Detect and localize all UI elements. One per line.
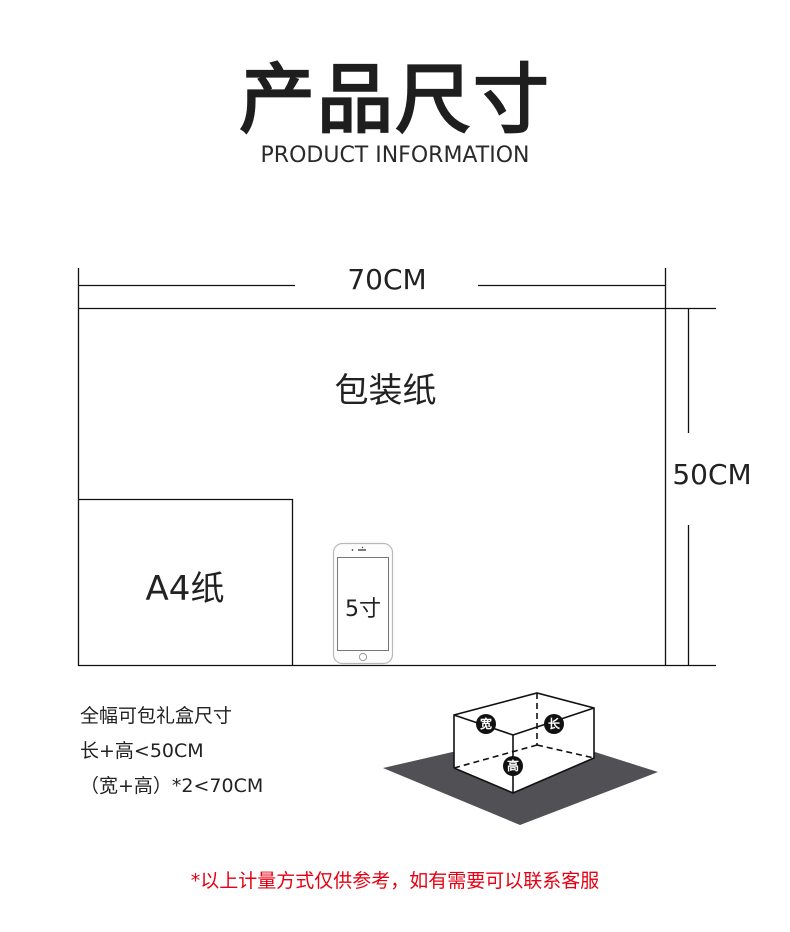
width-dimension-label: 70CM xyxy=(347,263,427,296)
note-line: 长+高<50CM xyxy=(80,740,204,762)
phone-size-label: 5寸 xyxy=(345,597,381,622)
page-subtitle: PRODUCT INFORMATION xyxy=(260,143,530,168)
note-line: 全幅可包礼盒尺寸 xyxy=(80,705,233,727)
note-line: （宽+高）*2<70CM xyxy=(80,775,264,797)
length-badge: 长 xyxy=(547,717,560,731)
wrapping-paper-label: 包装纸 xyxy=(334,371,437,411)
disclaimer-text: *以上计量方式仅供参考，如有需要可以联系客服 xyxy=(190,870,600,892)
height-dimension-label: 50CM xyxy=(672,458,752,491)
height-badge: 高 xyxy=(506,759,519,773)
a4-paper-label: A4纸 xyxy=(145,569,225,609)
width-badge: 宽 xyxy=(479,717,492,731)
page-title: 产品尺寸 xyxy=(239,55,551,144)
notes-block: 全幅可包礼盒尺寸 长+高<50CM （宽+高）*2<70CM xyxy=(80,699,263,804)
gift-box-illustration xyxy=(383,692,658,825)
phone-icon xyxy=(332,542,394,665)
